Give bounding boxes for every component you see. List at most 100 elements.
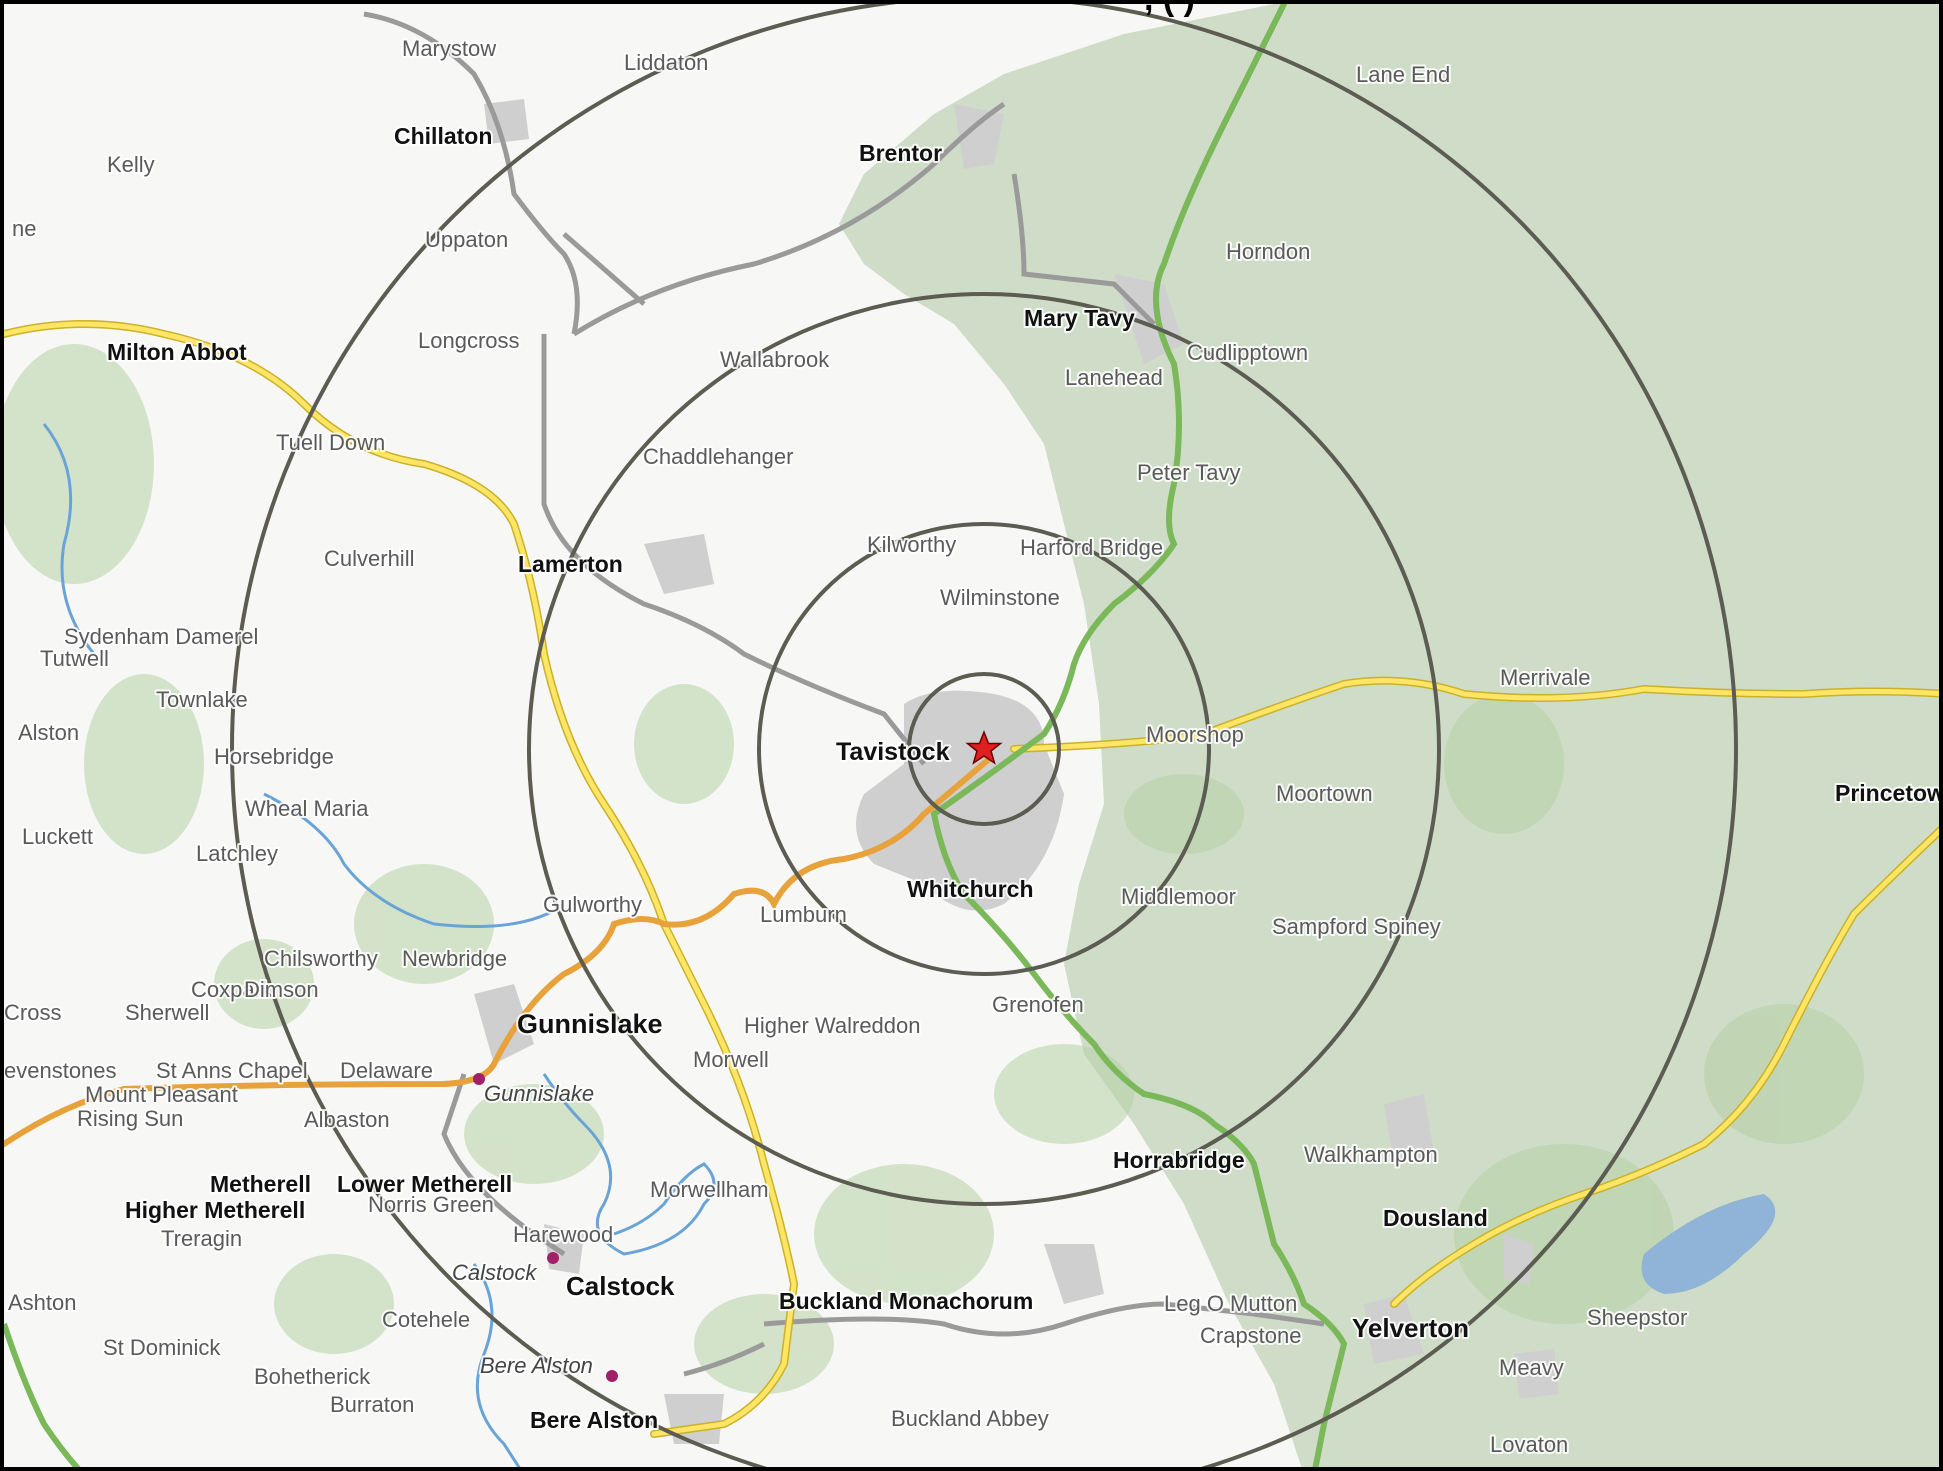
place-label-kelly: Kelly	[107, 152, 155, 177]
place-label-merrivale: Merrivale	[1500, 665, 1590, 690]
place-label-lane-end: Lane End	[1356, 62, 1450, 87]
station-marker	[606, 1370, 618, 1382]
place-label-grenofen: Grenofen	[992, 992, 1084, 1017]
place-label-townlake: Townlake	[156, 687, 248, 712]
place-label-gunnislake: Gunnislake	[484, 1081, 594, 1106]
place-label-morwell: Morwell	[693, 1047, 769, 1072]
place-label-norris-green: Norris Green	[368, 1192, 494, 1217]
place-label-gunnislake: Gunnislake	[517, 1009, 663, 1039]
place-label-kilworthy: Kilworthy	[867, 532, 956, 557]
place-label-leg-o-mutton: Leg O Mutton	[1164, 1291, 1297, 1316]
place-label-marystow: Marystow	[402, 36, 496, 61]
place-label-rising-sun: Rising Sun	[77, 1106, 183, 1131]
place-label-lanehead: Lanehead	[1065, 365, 1163, 390]
place-label-wallabrook: Wallabrook	[720, 347, 830, 372]
place-label-ashton: Ashton	[8, 1290, 77, 1315]
place-label-bere-alston: Bere Alston	[530, 1407, 658, 1433]
ring-3	[527, 292, 1441, 1206]
place-label-crapstone: Crapstone	[1200, 1323, 1302, 1348]
title-fragment: , ( )	[1144, 4, 1195, 18]
place-label-cross: Cross	[4, 1000, 61, 1025]
place-label-wheal-maria: Wheal Maria	[245, 796, 369, 821]
place-label-dimson: Dimson	[244, 977, 319, 1002]
place-label-lamerton: Lamerton	[518, 551, 623, 577]
place-label-higher-metherell: Higher Metherell	[125, 1197, 305, 1223]
place-label-walkhampton: Walkhampton	[1304, 1142, 1438, 1167]
place-label-sampford-spiney: Sampford Spiney	[1272, 914, 1441, 939]
place-label-horrabridge: Horrabridge	[1113, 1147, 1245, 1173]
place-label-delaware: Delaware	[340, 1058, 433, 1083]
place-label-culverhill: Culverhill	[324, 546, 414, 571]
place-label-newbridge: Newbridge	[402, 946, 507, 971]
ring-2	[757, 522, 1211, 976]
place-label-bohetherick: Bohetherick	[254, 1364, 371, 1389]
place-label-sydenham-damerel: Sydenham Damerel	[64, 624, 258, 649]
place-label-wilminstone: Wilminstone	[940, 585, 1060, 610]
place-label-chaddlehanger: Chaddlehanger	[643, 444, 793, 469]
place-label-lower-metherell: Lower Metherell	[337, 1171, 512, 1197]
place-label-bere-alston: Bere Alston	[480, 1353, 593, 1378]
place-label-sherwell: Sherwell	[125, 1000, 209, 1025]
place-label-metherell: Metherell	[210, 1171, 311, 1197]
place-label-cotehele: Cotehele	[382, 1307, 470, 1332]
orange-road	[4, 756, 992, 1147]
place-label-gulworthy: Gulworthy	[543, 892, 642, 917]
place-label-middlemoor: Middlemoor	[1121, 884, 1236, 909]
place-label-coxpark: Coxpark	[191, 977, 274, 1002]
place-label-buckland-abbey: Buckland Abbey	[891, 1406, 1049, 1431]
place-label-tutwell: Tutwell	[40, 646, 109, 671]
place-label-horsebridge: Horsebridge	[214, 744, 334, 769]
primary-road	[930, 4, 1348, 1467]
primary-road-sw	[4, 1323, 81, 1467]
place-label-morwellham: Morwellham	[650, 1177, 769, 1202]
place-label-meavy: Meavy	[1499, 1355, 1564, 1380]
place-label-tuell-down: Tuell Down	[276, 430, 385, 455]
national-park-area	[839, 4, 1939, 1467]
place-label-dousland: Dousland	[1383, 1205, 1488, 1231]
place-label-moorshop: Moorshop	[1146, 722, 1244, 747]
place-label-longcross: Longcross	[418, 328, 520, 353]
place-label-moortown: Moortown	[1276, 781, 1373, 806]
place-label-alston: Alston	[18, 720, 79, 745]
ring-1	[907, 672, 1061, 826]
place-label-mount-pleasant: Mount Pleasant	[85, 1082, 238, 1107]
station-markers	[473, 1073, 618, 1382]
minor-roads	[363, 11, 1325, 1377]
place-label-tavistock: Tavistock	[836, 738, 950, 766]
place-label-ne: ne	[12, 216, 36, 241]
station-marker	[547, 1252, 559, 1264]
ring-4	[230, 4, 1738, 1467]
place-label-treragin: Treragin	[161, 1226, 242, 1251]
center-star-icon[interactable]	[965, 729, 1003, 765]
place-label-albaston: Albaston	[304, 1107, 390, 1132]
place-label-liddaton: Liddaton	[624, 50, 708, 75]
place-label-st-anns-chapel: St Anns Chapel	[156, 1058, 308, 1083]
station-marker	[473, 1073, 485, 1085]
place-label-latchley: Latchley	[196, 841, 278, 866]
distance-rings	[230, 4, 1738, 1467]
place-label-buckland-monachorum: Buckland Monachorum	[779, 1288, 1033, 1314]
place-label-higher-walreddon: Higher Walreddon	[744, 1013, 921, 1038]
place-label-burraton: Burraton	[330, 1392, 414, 1417]
place-label-yelverton: Yelverton	[1352, 1313, 1469, 1343]
place-label-calstock: Calstock	[452, 1260, 537, 1285]
place-label-st-dominick: St Dominick	[103, 1335, 221, 1360]
place-label-evenstones: evenstones	[4, 1058, 117, 1083]
place-label-chillaton: Chillaton	[394, 123, 492, 149]
place-label-sheepstor: Sheepstor	[1587, 1305, 1687, 1330]
place-label-calstock: Calstock	[566, 1271, 675, 1301]
reservoir	[1641, 1194, 1776, 1294]
place-label-harewood: Harewood	[513, 1222, 613, 1247]
place-label-luckett: Luckett	[22, 824, 93, 849]
place-label-uppaton: Uppaton	[425, 227, 508, 252]
place-label-lovaton: Lovaton	[1490, 1432, 1568, 1457]
place-label-whitchurch: Whitchurch	[907, 876, 1034, 902]
place-label-horndon: Horndon	[1226, 239, 1310, 264]
rivers	[42, 423, 716, 1467]
place-label-chilsworthy: Chilsworthy	[264, 946, 378, 971]
place-label-lumburn: Lumburn	[760, 902, 847, 927]
place-label-milton-abbot: Milton Abbot	[107, 339, 247, 365]
